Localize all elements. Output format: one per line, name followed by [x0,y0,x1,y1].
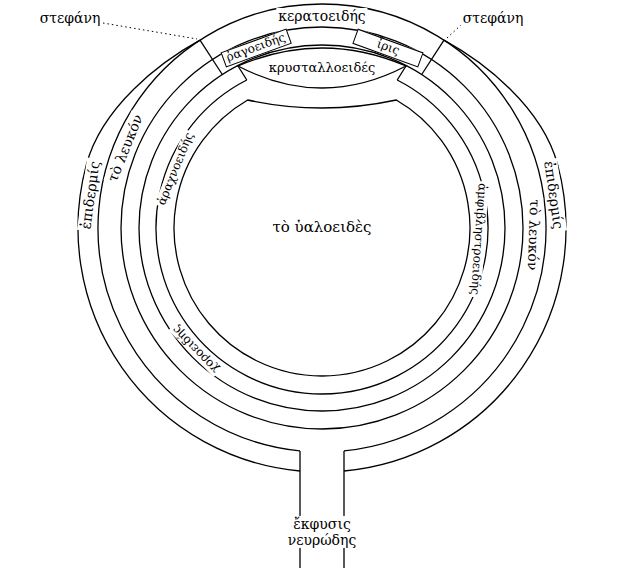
part-name: τὸ ὑαλοειδὲς [272,219,371,236]
leader-line [447,25,461,38]
sclera-label: τὸ λευκόν [525,198,544,273]
epidermis-line [78,40,300,471]
epidermis-label: ἐπιδερμίς [77,158,103,232]
part-name: κρυσταλλοειδές [269,61,376,76]
epidermis-line [344,40,566,471]
vitreous-body: τὸ ὑαλοειδὲς [174,80,470,376]
choroid-label: χοροειδής [169,321,224,377]
lens-shape: κρυσταλλοειδές [238,48,406,88]
cornea-label: κερατοειδής [276,7,367,23]
corona-label: στεφάνη [461,10,526,26]
nerve-stalk-line [299,451,300,568]
nerve-stalk-line [343,451,344,568]
corona-label: στεφάνη [38,10,103,26]
epidermis-label: ἐπιδερμίς [541,158,567,232]
sclera-inner-line [121,27,523,429]
lens-outline-path [238,48,406,88]
retina-outer-line [156,80,488,394]
choroid-outer-line [139,45,505,411]
leader-line [103,23,197,39]
vitreous-outline-path [174,100,470,376]
sclera-outer-line [98,4,546,451]
corona-boundary-line [200,40,222,74]
corona-boundary-line [422,40,444,74]
optic-nerve-label: ἔκφυσις νευρώδης [279,516,365,548]
